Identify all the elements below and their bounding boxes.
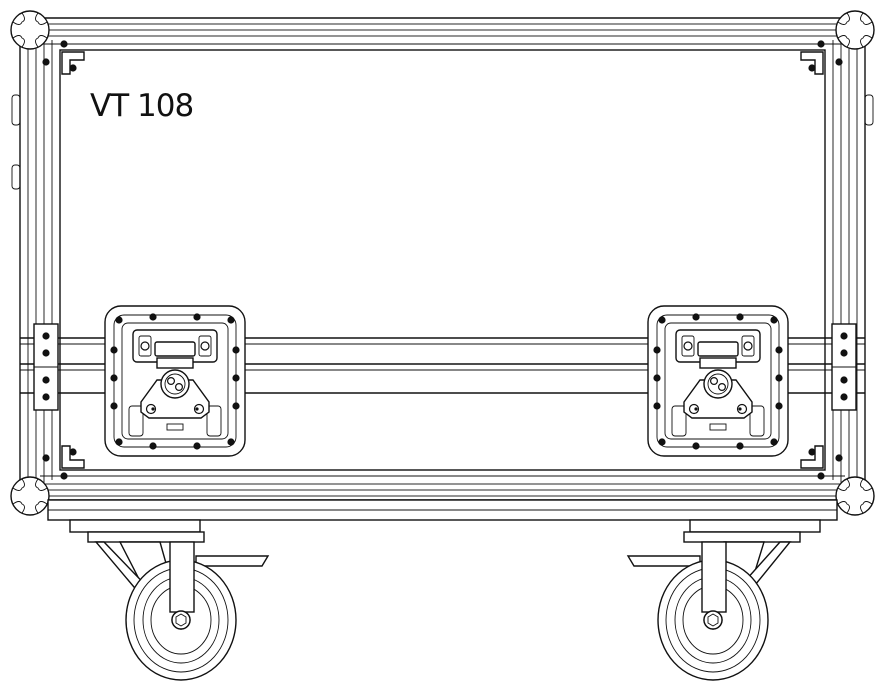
caster-left [87,531,270,681]
latch-left [105,306,245,456]
corner-ball-top-right [835,10,875,50]
latch-right [648,306,788,456]
caster-right [626,531,801,681]
corner-ball-bottom-right [835,476,875,516]
corner-ball-bottom-left [10,476,50,516]
hinge-right [832,324,856,410]
case-base [47,499,838,533]
hinge-left [34,324,58,410]
corner-ball-top-left [10,10,50,50]
corner-brackets [42,40,843,480]
case-model-label: VT 108 [90,88,194,124]
